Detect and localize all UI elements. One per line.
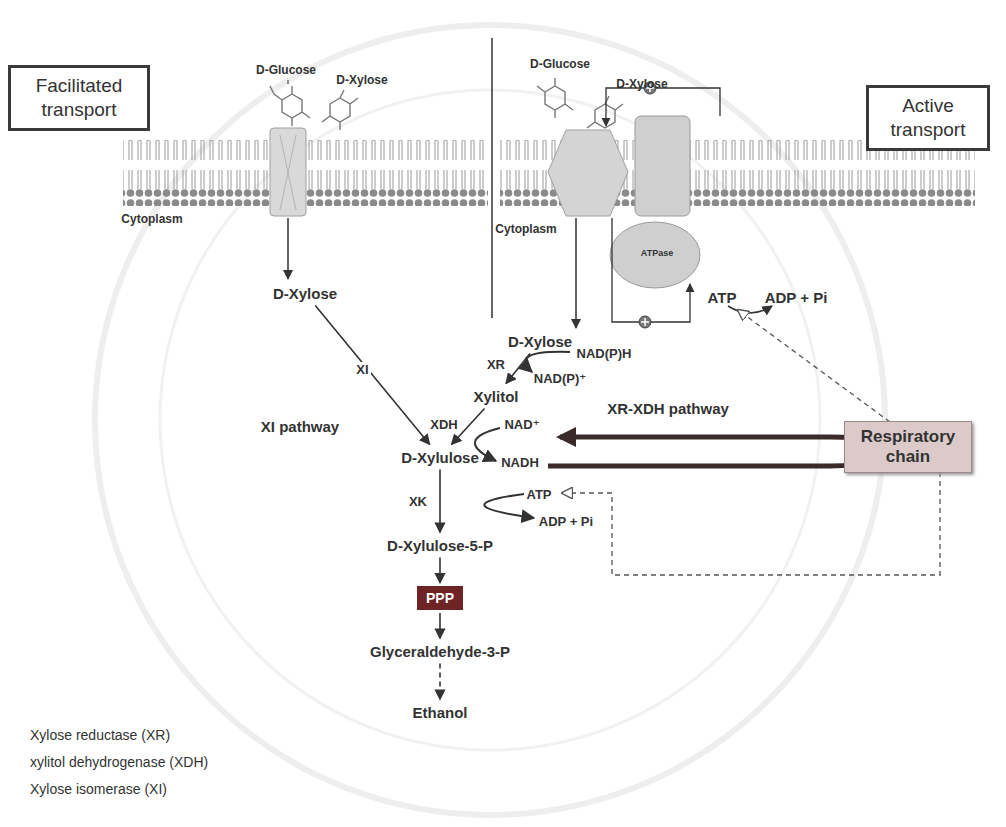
metabolite: D-Xylulose [399,448,481,467]
annotation-label: NAD(P)H [577,346,632,361]
redox-cycle-arrow [548,437,886,466]
flow-arrow [439,613,441,639]
glucose-molecule [270,86,310,126]
annotation-label: ADP + Pi [765,289,828,306]
tick [288,80,289,84]
title-box: Active transport [866,85,990,151]
node-text: Facilitated transport [17,74,141,122]
annotation-label: D-Glucose [256,63,316,77]
abbreviation-note: Xylose reductase (XR) [30,727,170,743]
flow-arrow [439,558,441,584]
metabolite: D-Xylose [271,284,339,303]
node-text: Xylitol [473,388,518,405]
annotation-label: D-Xylose [616,77,667,91]
metabolite: Glyceraldehyde-3-P [368,642,512,661]
node-text: Respiratory chain [851,427,965,468]
proton-symbol [639,316,651,328]
node-text: PPP [426,590,454,606]
flow-arrow [439,664,441,700]
annotation-label: NAD⁺ [504,417,539,432]
annotation-label: D-Glucose [530,57,590,71]
energy-dashed-arrow [562,472,940,575]
divider-line [491,38,493,318]
transporter-protein [280,135,296,210]
transporter-protein [270,128,306,216]
annotation-label: ATPase [641,248,673,258]
annotation-label: NAD(P)⁺ [534,371,586,386]
xylose-molecule [587,96,623,128]
title-box: Facilitated transport [8,65,150,131]
metabolite: Ethanol [411,703,470,722]
transport-arrow [287,218,289,279]
annotation-label: NADH [501,455,539,470]
enzyme-label: XI [354,362,370,377]
symporter-protein [548,130,628,216]
annotation-label: ADP + Pi [539,514,593,529]
reaction-arc [525,352,570,372]
node-text: D-Xylulose-5-P [387,537,493,554]
annotation-label: D-Xylose [336,73,387,87]
atpase-channel [635,116,690,216]
flow-arrow [439,470,441,533]
metabolite: Xylitol [471,387,520,406]
annotation-label: ATP [708,289,737,306]
node-text: D-Xylose [508,333,572,350]
atpase-head [610,222,700,288]
metabolite: D-Xylose [506,332,574,351]
node-text: D-Xylulose [401,449,479,466]
abbreviation-note: Xylose isomerase (XI) [30,781,167,797]
enzyme-label: XDH [428,417,459,432]
annotation-label: XI pathway [261,418,339,435]
proton-flow-line [606,88,720,126]
annotation-label: Cytoplasm [495,222,556,236]
node-text: D-Xylose [273,285,337,302]
energy-dashed-arrow [738,310,890,422]
enzyme-label: XR [485,357,507,372]
metabolite: D-Xylulose-5-P [385,536,495,555]
flow-arrow [506,354,530,384]
transport-arrow [575,218,577,328]
enzyme-label: XK [407,494,429,509]
annotation-label: Cytoplasm [121,212,182,226]
process-box: Respiratory chain [844,421,972,474]
pathway-box: PPP [417,586,463,610]
abbreviation-note: xylitol dehydrogenase (XDH) [30,754,208,770]
reaction-arc [728,306,772,313]
proton-flow-line [612,218,690,322]
node-text: Active transport [875,94,981,142]
annotation-label: XR-XDH pathway [607,400,729,417]
xylose-molecule [322,90,358,130]
glucose-molecule [537,78,573,118]
node-text: Ethanol [413,704,468,721]
annotation-label: ATP [526,487,551,502]
node-text: Glyceraldehyde-3-P [370,643,510,660]
